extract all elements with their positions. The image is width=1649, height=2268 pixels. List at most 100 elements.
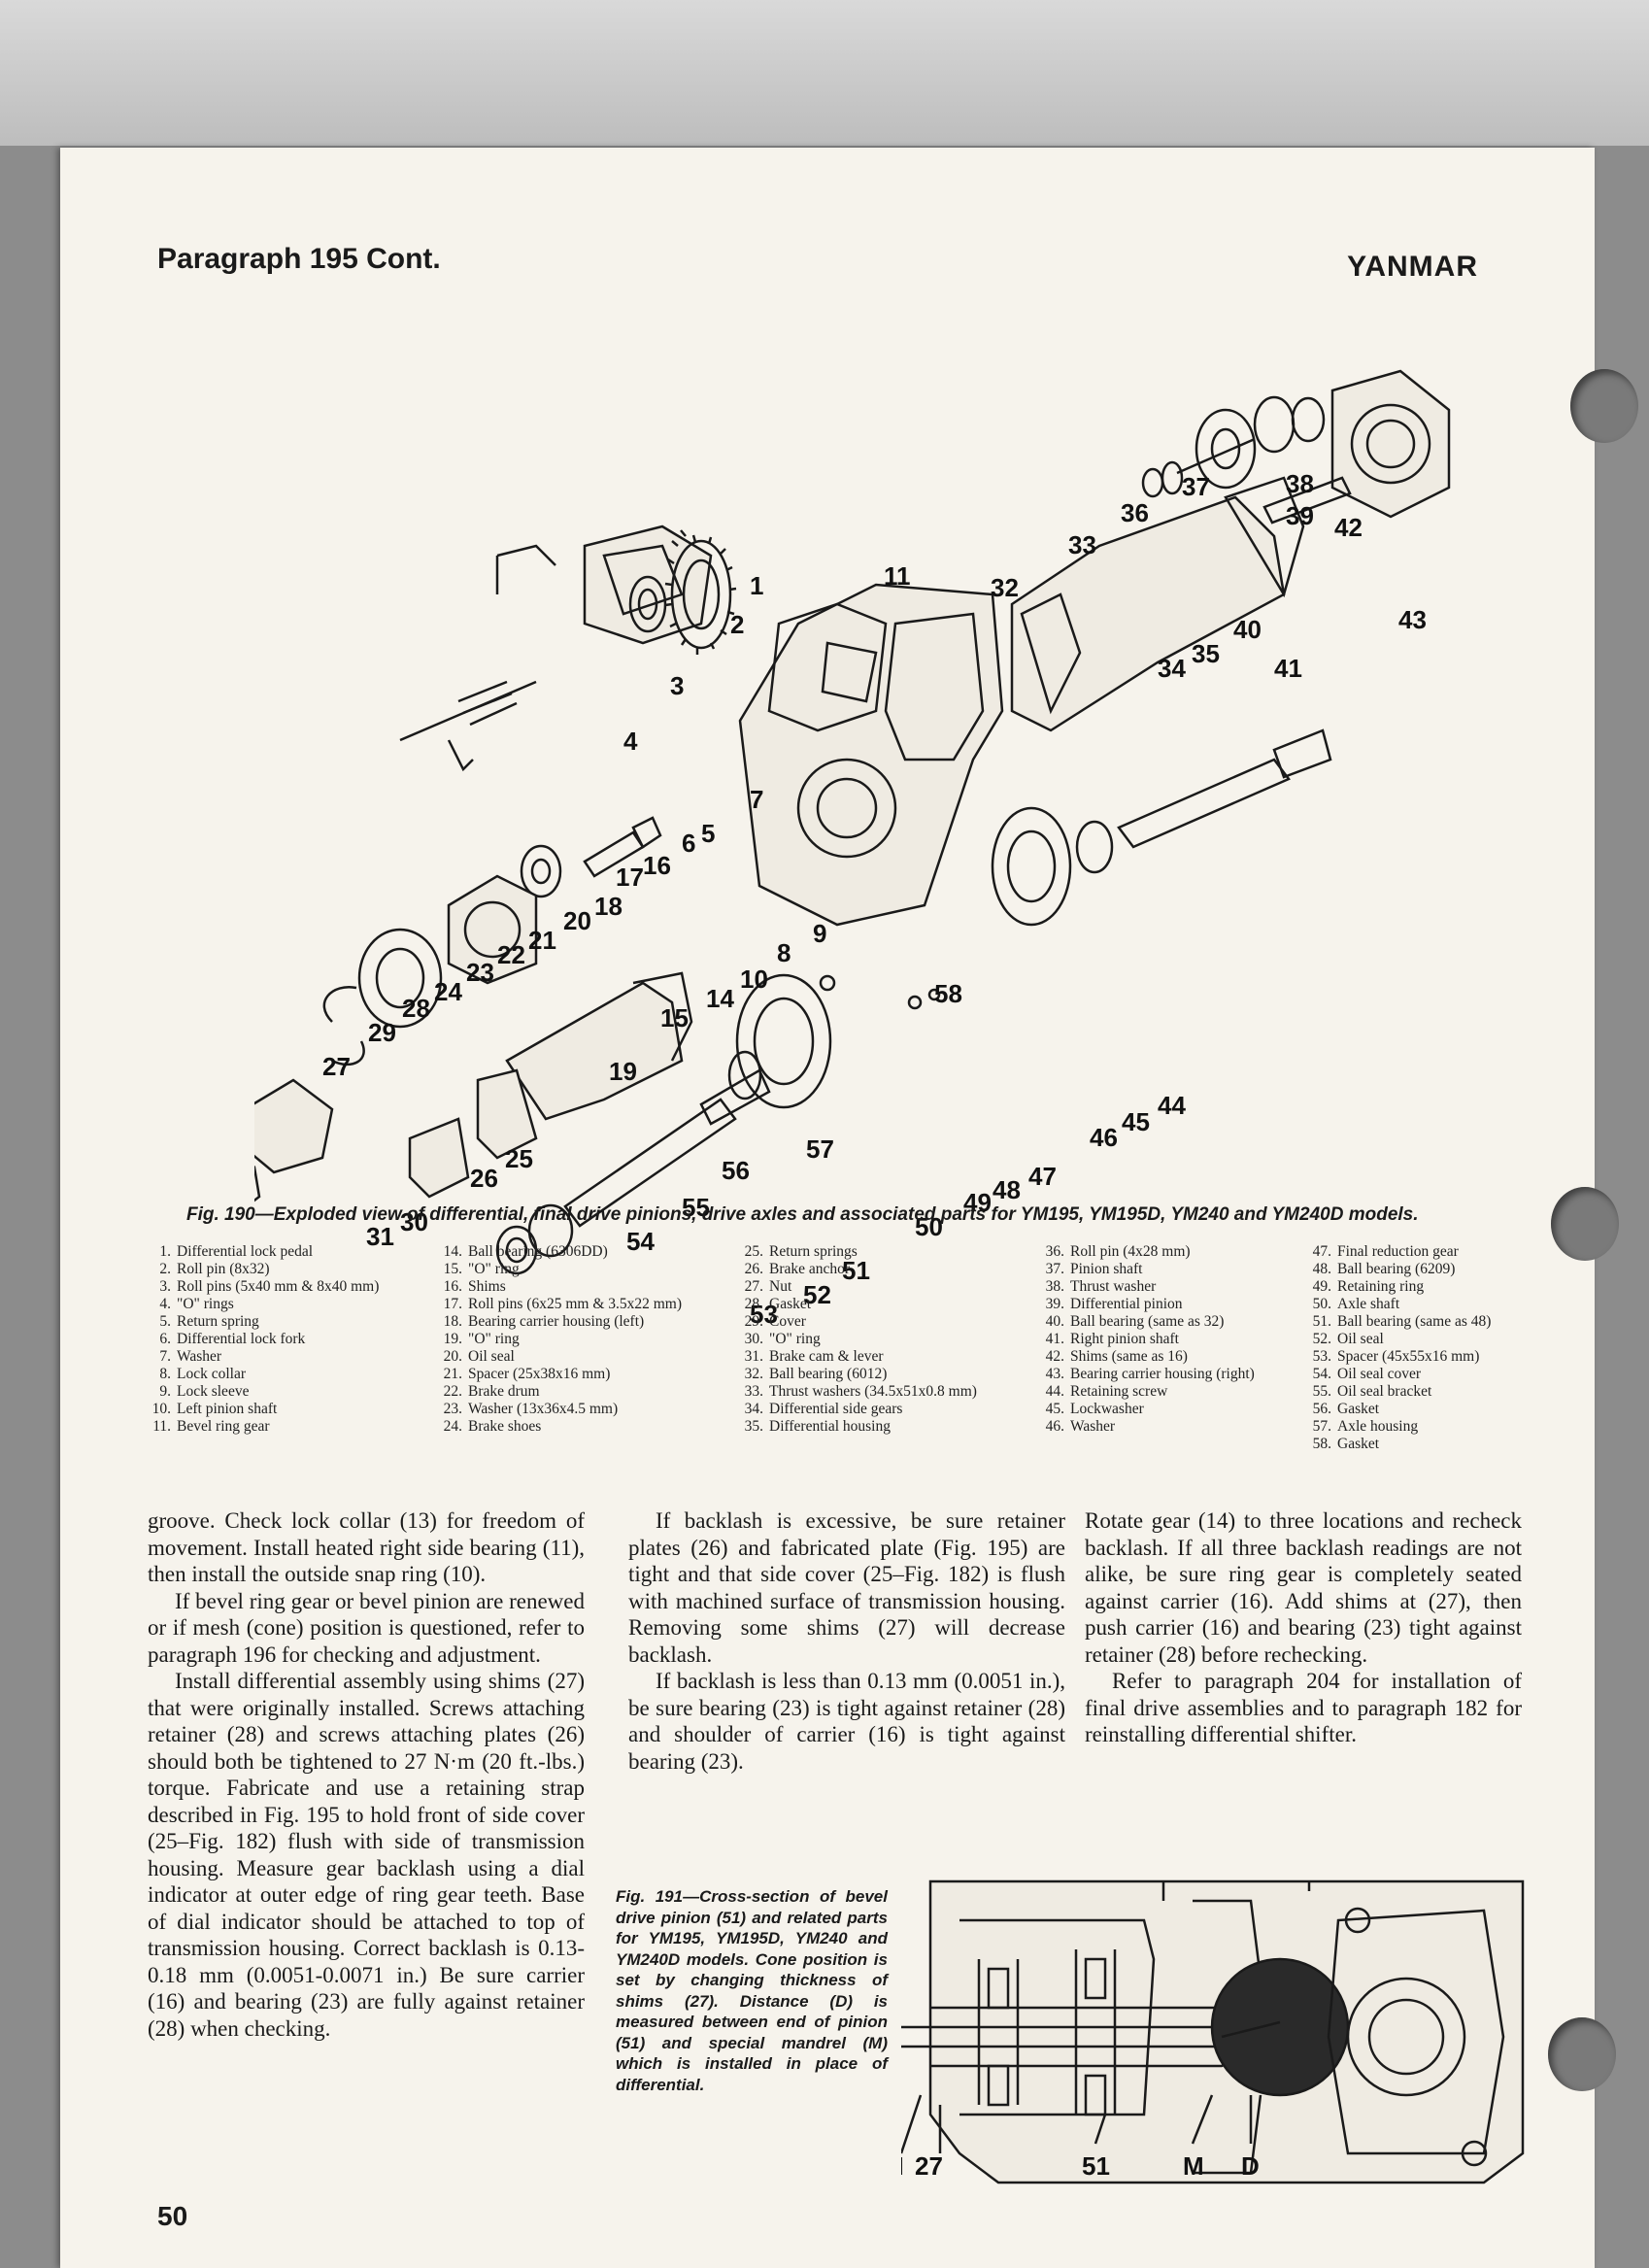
legend-item: 55.Oil seal bracket bbox=[1312, 1383, 1432, 1400]
legend-item: 19."O" ring bbox=[443, 1331, 520, 1347]
callout-21: 21 bbox=[528, 926, 556, 955]
diagram-callouts: 1 2 3 4 5 6 7 8 9 10 11 14 15 16 17 18 1… bbox=[322, 469, 1427, 1329]
callout-19: 19 bbox=[609, 1057, 637, 1086]
callout-40: 40 bbox=[1233, 615, 1262, 644]
legend-item: 52.Oil seal bbox=[1312, 1331, 1384, 1347]
legend-item: 27.Nut bbox=[744, 1278, 792, 1295]
legend-item: 9.Lock sleeve bbox=[159, 1383, 250, 1400]
callout-16: 16 bbox=[643, 851, 671, 880]
callout-17: 17 bbox=[616, 863, 644, 892]
legend-item: 49.Retaining ring bbox=[1312, 1278, 1425, 1295]
punch-hole bbox=[1551, 1187, 1619, 1261]
exploded-view-diagram: 1 2 3 4 5 6 7 8 9 10 11 14 15 16 17 18 1… bbox=[254, 369, 1451, 1329]
legend-item: 44.Retaining screw bbox=[1045, 1383, 1168, 1400]
cross-section-diagram: N 27 51 M D bbox=[901, 1879, 1525, 2184]
callout-5: 5 bbox=[701, 819, 715, 848]
legend-item: 50.Axle shaft bbox=[1312, 1296, 1400, 1312]
callout-36: 36 bbox=[1121, 498, 1149, 527]
callout-45: 45 bbox=[1122, 1107, 1150, 1136]
legend-item: 35.Differential housing bbox=[744, 1418, 891, 1435]
callout-18: 18 bbox=[594, 892, 623, 921]
legend-item: 33.Thrust washers (34.5x51x0.8 mm) bbox=[744, 1383, 977, 1400]
callout-25: 25 bbox=[505, 1144, 533, 1173]
legend-item: 46.Washer bbox=[1045, 1418, 1116, 1435]
label-M: M bbox=[1183, 2151, 1204, 2181]
punch-hole bbox=[1570, 369, 1638, 443]
figure-190-caption: Fig. 190—Exploded view of differential, … bbox=[186, 1204, 1419, 1225]
legend-item: 58.Gasket bbox=[1312, 1436, 1380, 1452]
paragraph: groove. Check lock collar (13) for freed… bbox=[148, 1508, 585, 1586]
legend-item: 54.Oil seal cover bbox=[1312, 1366, 1422, 1382]
callout-56: 56 bbox=[722, 1156, 750, 1185]
legend-item: 39.Differential pinion bbox=[1045, 1296, 1183, 1312]
paragraph: If backlash is less than 0.13 mm (0.0051… bbox=[628, 1669, 1065, 1774]
legend-item: 23.Washer (13x36x4.5 mm) bbox=[443, 1401, 619, 1417]
body-column-2: If backlash is excessive, be sure retain… bbox=[628, 1507, 1065, 1775]
legend-item: 40.Ball bearing (same as 32) bbox=[1045, 1313, 1225, 1330]
paragraph: Rotate gear (14) to three locations and … bbox=[1085, 1508, 1522, 1667]
legend-item: 5.Return spring bbox=[159, 1313, 259, 1330]
parts-legend-col-1: 1.Differential lock pedal 2.Roll pin (8x… bbox=[148, 1243, 449, 1436]
parts-legend-col-5: 47.Final reduction gear 48.Ball bearing … bbox=[1308, 1243, 1570, 1453]
legend-item: 30."O" ring bbox=[744, 1331, 821, 1347]
parts-legend-col-2: 14.Ball bearing (6306DD) 15."O" ring 16.… bbox=[439, 1243, 730, 1436]
callout-3: 3 bbox=[670, 671, 684, 700]
callout-1: 1 bbox=[750, 571, 763, 600]
body-column-3: Rotate gear (14) to three locations and … bbox=[1085, 1507, 1522, 1748]
callout-23: 23 bbox=[466, 958, 494, 987]
legend-item: 15."O" ring bbox=[443, 1261, 520, 1277]
brand-header: YANMAR bbox=[1347, 251, 1478, 283]
legend-item: 37.Pinion shaft bbox=[1045, 1261, 1143, 1277]
callout-58: 58 bbox=[934, 979, 962, 1008]
callout-27: 27 bbox=[322, 1052, 351, 1081]
callout-53: 53 bbox=[750, 1300, 778, 1329]
legend-item: 8.Lock collar bbox=[159, 1366, 247, 1382]
page-number: 50 bbox=[157, 2201, 188, 2231]
legend-item: 20.Oil seal bbox=[443, 1348, 515, 1365]
legend-item: 10.Left pinion shaft bbox=[151, 1401, 278, 1417]
label-27: 27 bbox=[915, 2151, 943, 2181]
callout-9: 9 bbox=[813, 919, 826, 948]
callout-43: 43 bbox=[1398, 605, 1427, 634]
callout-34: 34 bbox=[1158, 654, 1186, 683]
legend-item: 18.Bearing carrier housing (left) bbox=[443, 1313, 645, 1330]
callout-48: 48 bbox=[993, 1175, 1021, 1204]
callout-29: 29 bbox=[368, 1018, 396, 1047]
callout-42: 42 bbox=[1334, 513, 1363, 542]
callout-49: 49 bbox=[963, 1188, 992, 1217]
legend-item: 45.Lockwasher bbox=[1045, 1401, 1144, 1417]
parts-legend-col-4: 36.Roll pin (4x28 mm) 37.Pinion shaft 38… bbox=[1041, 1243, 1298, 1436]
legend-item: 3.Roll pins (5x40 mm & 8x40 mm) bbox=[159, 1278, 380, 1295]
callout-8: 8 bbox=[777, 938, 791, 967]
callout-41: 41 bbox=[1274, 654, 1302, 683]
legend-item: 11.Bevel ring gear bbox=[152, 1418, 270, 1435]
legend-item: 47.Final reduction gear bbox=[1312, 1243, 1459, 1260]
callout-46: 46 bbox=[1090, 1123, 1118, 1152]
legend-item: 26.Brake anchor bbox=[744, 1261, 851, 1277]
legend-item: 25.Return springs bbox=[744, 1243, 858, 1260]
callout-54: 54 bbox=[626, 1227, 655, 1256]
legend-item: 7.Washer bbox=[159, 1348, 222, 1365]
callout-55: 55 bbox=[682, 1193, 710, 1222]
legend-item: 31.Brake cam & lever bbox=[744, 1348, 884, 1365]
callout-22: 22 bbox=[497, 940, 525, 969]
callout-52: 52 bbox=[803, 1280, 831, 1309]
parts-legend-col-3: 25.Return springs 26.Brake anchor 27.Nut… bbox=[740, 1243, 1060, 1436]
callout-20: 20 bbox=[563, 906, 591, 935]
callout-28: 28 bbox=[402, 994, 430, 1023]
legend-item: 14.Ball bearing (6306DD) bbox=[443, 1243, 608, 1260]
legend-item: 38.Thrust washer bbox=[1045, 1278, 1157, 1295]
callout-7: 7 bbox=[750, 785, 763, 814]
legend-item: 34.Differential side gears bbox=[744, 1401, 903, 1417]
legend-item: 22.Brake drum bbox=[443, 1383, 540, 1400]
callout-14: 14 bbox=[706, 984, 734, 1013]
legend-item: 4."O" rings bbox=[159, 1296, 234, 1312]
legend-item: 42.Shims (same as 16) bbox=[1045, 1348, 1188, 1365]
callout-31: 31 bbox=[366, 1222, 394, 1251]
callout-32: 32 bbox=[991, 573, 1019, 602]
legend-item: 28.Gasket bbox=[744, 1296, 812, 1312]
paragraph-header: Paragraph 195 Cont. bbox=[157, 243, 441, 275]
callout-11: 11 bbox=[884, 561, 911, 591]
legend-item: 36.Roll pin (4x28 mm) bbox=[1045, 1243, 1191, 1260]
callout-10: 10 bbox=[740, 965, 768, 994]
